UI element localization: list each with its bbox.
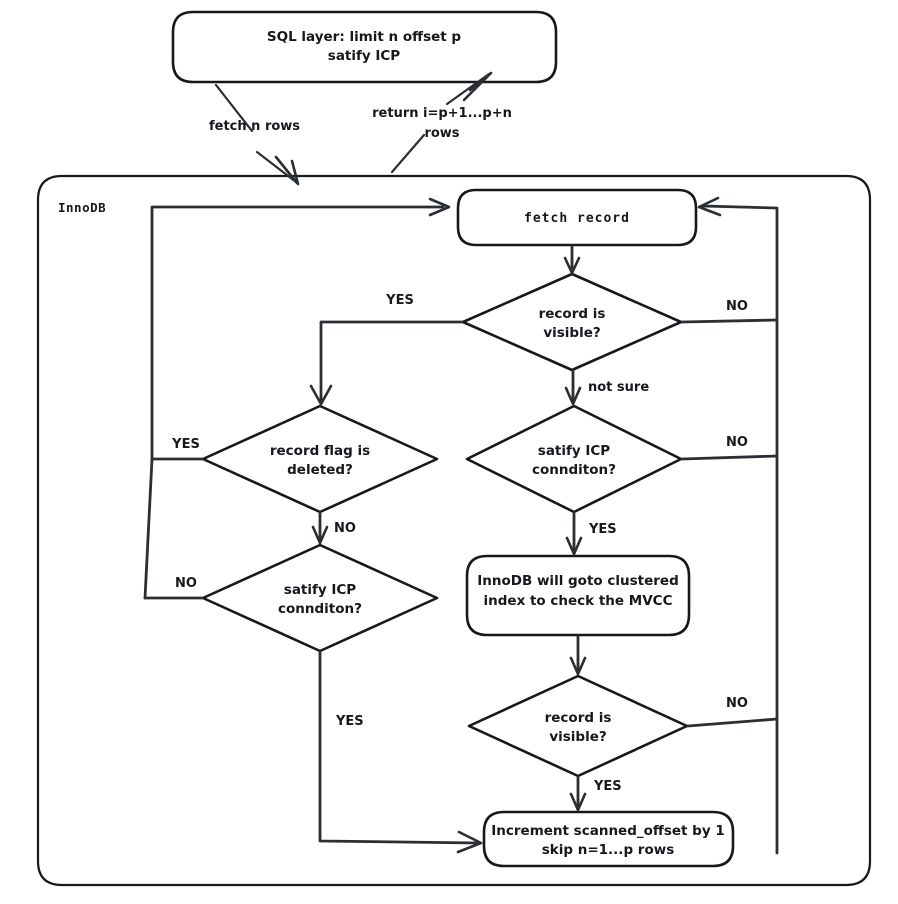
edge-icp-right-no: NO: [680, 435, 779, 461]
sql-layer-line2: satify ICP: [328, 48, 401, 64]
edge-label-flag-deleted-no: NO: [334, 521, 356, 536]
edge-visible2-no: NO: [686, 696, 779, 728]
edge-fetch-n-rows: fetch n rows: [209, 83, 300, 186]
edge-label-visible1-no: NO: [726, 299, 748, 314]
node-increment: Increment scanned_offset by 1 skip n=1..…: [482, 810, 735, 868]
edge-flag-deleted-no: NO: [311, 511, 356, 545]
edge-label-icp-right-no: NO: [726, 435, 748, 450]
node-decision-icp-left: satify ICP connditon?: [201, 543, 439, 653]
sql-layer-line1: SQL layer: limit n offset p: [267, 29, 462, 45]
edge-label-icp-right-yes: YES: [588, 522, 617, 537]
edge-right-return-bus: [697, 196, 779, 855]
clustered-index-line2: index to check the MVCC: [484, 593, 673, 609]
edge-clustered-to-visible2: [569, 634, 587, 676]
edge-label-visible2-yes: YES: [593, 779, 622, 794]
node-decision-record-visible-1: record is visible?: [461, 272, 683, 372]
clustered-index-line1: InnoDB will goto clustered: [477, 573, 679, 589]
decision-flag-deleted-line2: deleted?: [287, 462, 353, 478]
decision-icp-left-line1: satify ICP: [284, 582, 357, 598]
edge-icp-right-yes: YES: [565, 511, 617, 556]
edge-label-fetch-n-rows: fetch n rows: [209, 119, 300, 134]
edge-label-visible1-yes: YES: [385, 293, 414, 308]
node-decision-record-flag-deleted: record flag is deleted?: [201, 404, 439, 514]
edge-icp-left-yes: YES: [318, 650, 483, 854]
node-fetch-record: fetch record: [456, 188, 698, 247]
decision-icp-right-line2: connditon?: [532, 462, 616, 478]
edge-flag-deleted-yes: YES: [150, 437, 204, 461]
edge-label-icp-left-yes: YES: [335, 714, 364, 729]
edge-label-visible1-notsure: not sure: [588, 380, 649, 395]
edge-visible1-no: NO: [680, 299, 779, 324]
fetch-record-label: fetch record: [524, 211, 630, 226]
edge-visible1-yes: YES: [309, 293, 464, 406]
innodb-container-label: InnoDB: [58, 200, 106, 215]
edge-label-return-rows-l2: rows: [424, 126, 459, 141]
decision-flag-deleted-line1: record flag is: [270, 443, 370, 459]
edge-icp-left-no: NO: [143, 576, 204, 600]
innodb-container: InnoDB: [36, 174, 872, 887]
edge-label-icp-left-no: NO: [175, 576, 197, 591]
decision-visible-1-line2: visible?: [543, 325, 600, 341]
node-decision-record-visible-2: record is visible?: [467, 674, 689, 778]
increment-line2: skip n=1...p rows: [542, 842, 675, 858]
edge-label-flag-deleted-yes: YES: [171, 437, 200, 452]
edge-left-return-bus: [143, 197, 451, 600]
decision-icp-left-line2: connditon?: [278, 601, 362, 617]
edge-label-return-rows-l1: return i=p+1...p+n: [372, 106, 512, 121]
decision-visible-2-line2: visible?: [549, 729, 606, 745]
node-clustered-index: InnoDB will goto clustered index to chec…: [465, 554, 691, 637]
edge-label-visible2-no: NO: [726, 696, 748, 711]
edge-return-rows: return i=p+1...p+n rows: [372, 71, 512, 174]
decision-icp-right-line1: satify ICP: [538, 443, 611, 459]
edge-fetchrecord-to-visible1: [563, 244, 581, 275]
node-decision-icp-right: satify ICP connditon?: [465, 404, 683, 514]
edge-visible1-notsure: not sure: [564, 369, 649, 406]
decision-visible-1-line1: record is: [539, 306, 606, 322]
decision-visible-2-line1: record is: [545, 710, 612, 726]
node-sql-layer: SQL layer: limit n offset p satify ICP: [171, 10, 558, 84]
edge-visible2-yes: YES: [569, 775, 622, 812]
increment-line1: Increment scanned_offset by 1: [491, 823, 725, 839]
